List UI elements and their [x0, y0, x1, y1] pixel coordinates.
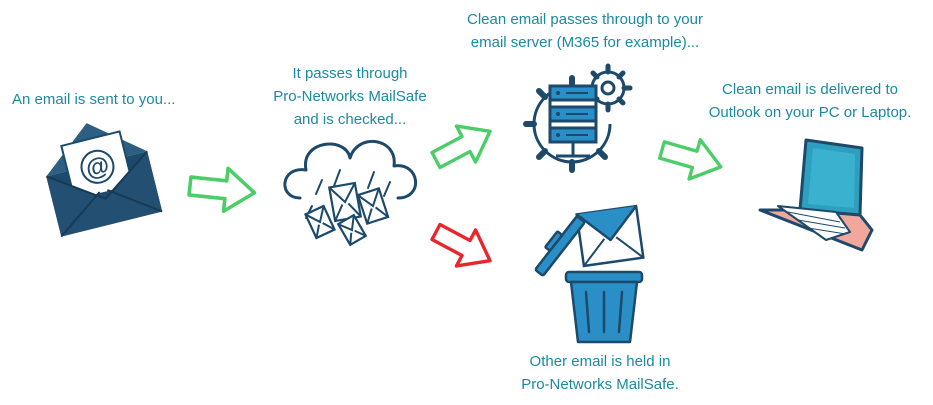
- caption-mailsafe-check: It passes through Pro-Networks MailSafe …: [273, 65, 427, 128]
- trash-bin-icon: [534, 204, 645, 344]
- caption-email-sent: An email is sent to you...: [12, 91, 176, 108]
- gear-icon: [523, 75, 612, 173]
- email-envelope-icon: @: [45, 123, 163, 238]
- server-rack-icon: [548, 84, 598, 158]
- envelope-icon: [336, 213, 368, 247]
- gear-icon: [583, 63, 633, 113]
- caption-held-in-mailsafe: Other email is held in Pro-Networks Mail…: [521, 353, 679, 393]
- envelope-icon: [303, 204, 337, 240]
- arrow-to-mailsafe: [185, 162, 259, 217]
- laptop-icon: [758, 138, 874, 252]
- arrow-to-trash: [424, 212, 502, 281]
- envelope-icon: [327, 181, 363, 223]
- caption-delivered-outlook: Clean email is delivered to Outlook on y…: [708, 81, 912, 121]
- caption-email-server: Clean email passes through to your email…: [467, 11, 703, 51]
- envelope-icon: [575, 204, 645, 268]
- cloud-with-envelopes-icon: [283, 140, 417, 247]
- envelope-icon: [356, 186, 390, 226]
- arrow-to-laptop: [654, 128, 729, 189]
- server-with-gears-icon: [523, 63, 633, 173]
- trash-lid: [534, 215, 586, 277]
